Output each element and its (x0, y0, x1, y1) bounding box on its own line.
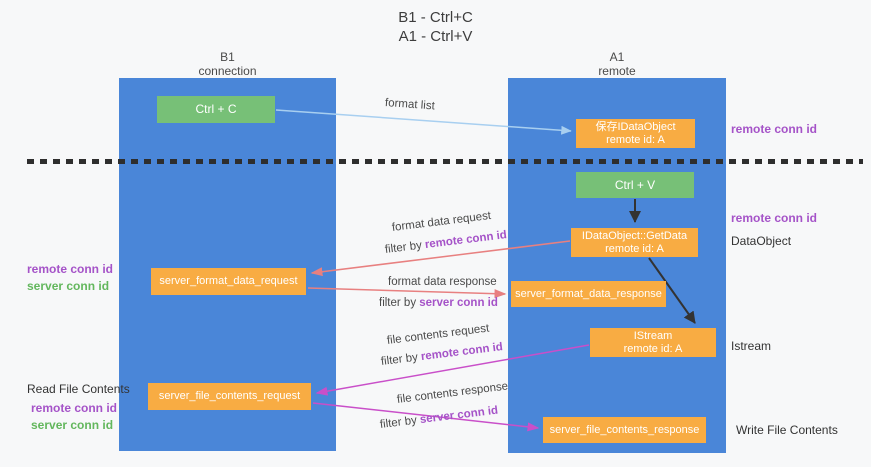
filter-by-text: filter by (384, 239, 426, 256)
getdata-line2: remote id: A (605, 242, 664, 255)
server-conn-id-highlight: server conn id (419, 297, 498, 309)
diagram-title-line1: B1 - Ctrl+C (398, 9, 473, 26)
ctrl-c-node: Ctrl + C (157, 96, 275, 123)
left-remote-conn-id-label-bottom: remote conn id (31, 401, 118, 415)
server-format-data-request-label: server_format_data_request (159, 275, 298, 287)
left-column-name: B1 (220, 50, 235, 64)
left-server-conn-id-label-bottom: server conn id (31, 418, 114, 432)
phase-divider-dashed-line (27, 159, 863, 164)
left-column-subtitle: connection (198, 64, 257, 78)
diagram-title-line2: A1 - Ctrl+V (398, 28, 473, 45)
filter-by-text: filter by (379, 297, 420, 309)
write-file-contents-label: Write File Contents (736, 423, 838, 437)
file-contents-request-label: file contents request (386, 322, 490, 347)
dataobject-label: DataObject (731, 234, 792, 248)
format-data-response-label: format data response (388, 276, 497, 288)
istream-line1: IStream (633, 329, 673, 342)
file-contents-response-label: file contents response (396, 380, 509, 406)
right-column-name: A1 (609, 50, 625, 64)
server-file-contents-request-node: server_file_contents_request (148, 383, 311, 410)
save-idataobject-line1: 保存IDataObject (595, 120, 676, 133)
file-response-filter-label: filter by server conn id (379, 405, 498, 431)
format-data-response-arrow (307, 287, 507, 299)
format-list-label: format list (384, 97, 436, 113)
right-remote-conn-id-label-mid: remote conn id (731, 211, 818, 225)
ctrl-v-label: Ctrl + V (614, 177, 656, 192)
getdata-line1: IDataObject::GetData (581, 229, 688, 242)
filter-by-text: filter by (379, 414, 421, 431)
diagram-title: B1 - Ctrl+C A1 - Ctrl+V (0, 8, 871, 46)
filter-by-text: filter by (380, 351, 422, 368)
save-idataobject-node: 保存IDataObject remote id: A (576, 119, 695, 148)
read-file-contents-label: Read File Contents (27, 382, 130, 396)
format-response-filter-label: filter by server conn id (379, 297, 498, 309)
save-idataobject-line2: remote id: A (606, 133, 665, 146)
right-column-subtitle: remote (598, 64, 636, 78)
format-request-filter-label: filter by remote conn id (384, 229, 507, 256)
left-server-conn-id-label-top: server conn id (27, 279, 110, 293)
istream-side-label: Istream (731, 339, 772, 353)
istream-line2: remote id: A (623, 342, 683, 355)
right-column-header: A1 remote (508, 50, 726, 78)
server-format-data-request-node: server_format_data_request (151, 268, 306, 295)
server-conn-id-highlight: server conn id (419, 404, 499, 427)
left-column-header: B1 connection (119, 50, 336, 78)
remote-conn-id-highlight: remote conn id (424, 229, 508, 252)
ctrl-v-node: Ctrl + V (576, 172, 694, 198)
ctrl-c-label: Ctrl + C (195, 102, 237, 116)
server-format-data-response-node: server_format_data_response (511, 281, 666, 307)
left-remote-conn-id-label-top: remote conn id (27, 262, 114, 276)
remote-conn-id-highlight: remote conn id (420, 341, 504, 364)
format-data-request-label: format data request (391, 209, 492, 234)
istream-node: IStream remote id: A (590, 328, 716, 357)
idataobject-getdata-node: IDataObject::GetData remote id: A (571, 228, 698, 257)
server-file-contents-request-label: server_file_contents_request (158, 390, 301, 402)
server-file-contents-response-label: server_file_contents_response (549, 423, 700, 436)
right-remote-conn-id-label-top: remote conn id (731, 122, 818, 136)
server-format-data-response-label: server_format_data_response (515, 287, 662, 300)
server-file-contents-response-node: server_file_contents_response (543, 417, 706, 443)
